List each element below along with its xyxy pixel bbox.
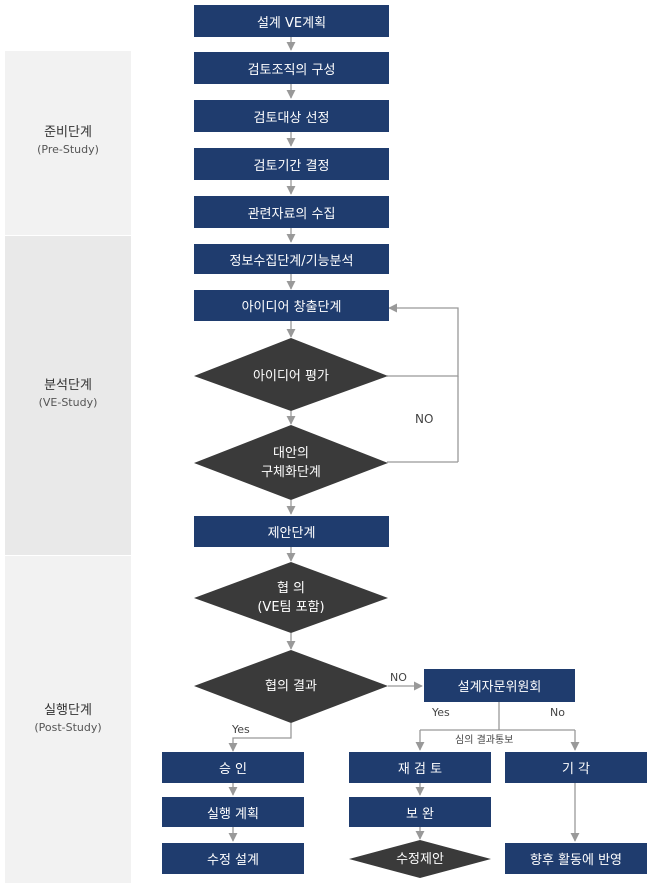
decision-consultation xyxy=(194,562,388,633)
step-design-ve-plan[interactable]: 설계 VE계획 xyxy=(194,5,389,37)
phase-title: 준비단계 xyxy=(44,125,92,140)
step-review-organization[interactable]: 검토조직의 구성 xyxy=(194,52,389,84)
edge-label-no-loop: NO xyxy=(415,412,434,426)
decision-consult-result-label: 협의 결과 xyxy=(194,676,388,696)
phase-subtitle: (Pre-Study) xyxy=(37,143,99,156)
decision-text: 아이디어 평가 xyxy=(253,368,329,384)
step-re-review[interactable]: 재 검 토 xyxy=(349,752,491,783)
step-reflect-future[interactable]: 향후 활동에 반영 xyxy=(505,843,647,874)
phase-subtitle: (Post-Study) xyxy=(34,721,102,734)
step-supplement[interactable]: 보 완 xyxy=(349,797,491,827)
step-design-revision[interactable]: 수정 설계 xyxy=(162,843,304,874)
decision-modify-proposal xyxy=(349,840,491,878)
phase-subtitle: (VE-Study) xyxy=(38,396,98,409)
phase-title: 분석단계 xyxy=(44,378,92,393)
decision-consult-result xyxy=(194,650,388,723)
step-set-period[interactable]: 검토기간 결정 xyxy=(194,148,389,180)
step-collect-data[interactable]: 관련자료의 수집 xyxy=(194,196,389,228)
edge-label-no-committee: NO xyxy=(390,671,407,684)
phase-ve-study: 분석단계 (VE-Study) xyxy=(5,377,131,410)
phase-pre-study: 준비단계 (Pre-Study) xyxy=(5,124,131,157)
decision-consultation-label: 협 의 (VE팀 포함) xyxy=(194,578,388,618)
edge-label-yes-approve: Yes xyxy=(232,723,250,736)
phase-band-post-study xyxy=(5,556,131,883)
phase-post-study: 실행단계 (Post-Study) xyxy=(5,702,131,735)
edge-label-result-notice: 심의 결과통보 xyxy=(455,735,514,746)
decision-idea-eval xyxy=(194,338,388,411)
decision-text-line1: 협 의 xyxy=(276,581,306,596)
step-info-function[interactable]: 정보수집단계/기능분석 xyxy=(194,244,389,274)
step-execution-plan[interactable]: 실행 계획 xyxy=(162,797,304,827)
edge-label-no-reject: No xyxy=(550,706,565,719)
decision-text: 협의 결과 xyxy=(265,678,317,694)
decision-text-line2: 구체화단계 xyxy=(261,465,321,480)
step-idea-creation[interactable]: 아이디어 창출단계 xyxy=(194,290,389,321)
decision-idea-eval-label: 아이디어 평가 xyxy=(194,366,388,386)
decision-text-line1: 대안의 xyxy=(273,446,309,461)
step-design-committee[interactable]: 설계자문위원회 xyxy=(424,669,575,702)
decision-text: 수정제안 xyxy=(396,851,444,867)
step-reject[interactable]: 기 각 xyxy=(505,752,647,783)
decision-alternative-label: 대안의 구체화단계 xyxy=(194,443,388,483)
decision-text-line2: (VE팀 포함) xyxy=(257,600,325,615)
decision-modify-proposal-label: 수정제안 xyxy=(349,849,491,869)
decision-alternative xyxy=(194,425,388,500)
phase-title: 실행단계 xyxy=(44,703,92,718)
edge-label-yes-review: Yes xyxy=(432,706,450,719)
step-proposal[interactable]: 제안단계 xyxy=(194,516,389,547)
phase-band-pre-study xyxy=(5,51,131,235)
step-select-target[interactable]: 검토대상 선정 xyxy=(194,100,389,132)
phase-band-ve-study xyxy=(5,236,131,555)
step-approve[interactable]: 승 인 xyxy=(162,752,304,783)
